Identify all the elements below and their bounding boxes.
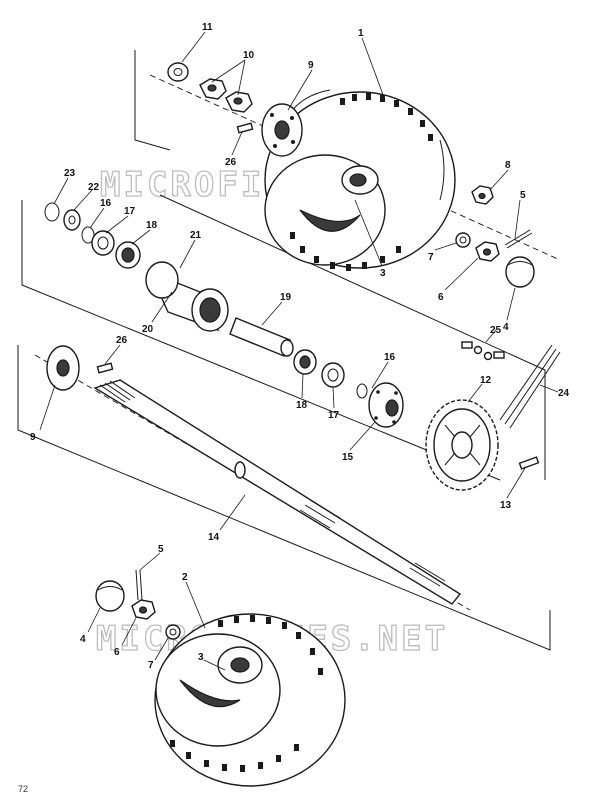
callout-13: 13 xyxy=(500,500,512,511)
callout-1: 1 xyxy=(358,28,364,39)
callout-5-upper: 5 xyxy=(520,190,526,201)
hardware-set xyxy=(461,341,505,361)
snap-ring-left xyxy=(44,202,60,222)
callout-15: 15 xyxy=(342,452,354,463)
wheel-tire-upper xyxy=(264,89,456,271)
callout-20: 20 xyxy=(142,324,154,335)
callout-7-lower: 7 xyxy=(148,660,154,671)
nut-upper-right xyxy=(471,185,494,205)
callout-17-right: 17 xyxy=(328,410,340,421)
callout-24: 24 xyxy=(558,388,570,399)
bearing-right-inner xyxy=(321,362,345,388)
callout-11: 11 xyxy=(202,22,213,33)
washer-lower xyxy=(165,624,181,640)
callout-6-lower: 6 xyxy=(114,647,120,658)
callout-17-left: 17 xyxy=(124,206,136,217)
rear-axle xyxy=(93,379,462,605)
sprocket xyxy=(425,399,499,491)
castle-nut-upper-right xyxy=(475,241,500,262)
callout-4-lower: 4 xyxy=(80,634,86,645)
wheel-tire-lower xyxy=(154,613,346,787)
bearing-left-outer xyxy=(91,230,115,256)
callout-8: 8 xyxy=(505,160,511,171)
castle-nut-lower xyxy=(131,599,156,620)
callout-26-upper: 26 xyxy=(225,157,237,168)
callout-10: 10 xyxy=(243,50,255,61)
hub-plate-upper xyxy=(261,103,303,157)
callout-22: 22 xyxy=(88,182,100,193)
callout-7-upper: 7 xyxy=(428,252,434,263)
callout-9-upper: 9 xyxy=(308,60,314,71)
callout-16-right: 16 xyxy=(384,352,396,363)
callout-3-lower: 3 xyxy=(198,652,204,663)
callout-25: 25 xyxy=(490,325,502,336)
callout-26-lower: 26 xyxy=(116,335,128,346)
washer-upper xyxy=(167,62,189,82)
hub-plate-left xyxy=(46,345,80,391)
callout-9-lower: 9 xyxy=(30,432,36,443)
callout-21: 21 xyxy=(190,230,202,241)
bearing-right-outer xyxy=(293,349,317,375)
sprocket-bolt xyxy=(518,456,540,470)
cotter-pin-upper xyxy=(504,229,533,249)
hub-cap-upper xyxy=(505,256,535,288)
callout-6-upper: 6 xyxy=(438,292,444,303)
callout-4-upper: 4 xyxy=(503,322,509,333)
page-number: 72 xyxy=(18,784,29,794)
snap-ring-right xyxy=(356,383,368,399)
callout-3-upper: 3 xyxy=(380,268,386,279)
callout-12: 12 xyxy=(480,375,492,386)
callout-14: 14 xyxy=(208,532,220,543)
hub-cap-lower xyxy=(95,580,125,612)
washer-upper-right xyxy=(455,232,471,248)
callout-labels: 11 10 9 1 26 3 8 5 7 6 4 23 22 16 17 18 … xyxy=(30,22,570,671)
cotter-pin-lower xyxy=(135,569,143,601)
callout-2: 2 xyxy=(182,572,188,583)
leader-lines xyxy=(39,31,559,671)
seal-left xyxy=(63,209,81,231)
callout-19: 19 xyxy=(280,292,292,303)
axle-spacer-tube xyxy=(229,317,294,357)
bearing-bracket-left xyxy=(21,200,501,481)
bearing-housing xyxy=(145,261,229,332)
bearing-left-inner xyxy=(115,241,141,269)
upper-bracket xyxy=(134,50,171,151)
castle-nuts xyxy=(199,78,253,113)
drive-chain xyxy=(499,344,561,429)
bolt-upper xyxy=(236,122,254,134)
callout-18-right: 18 xyxy=(296,400,308,411)
callout-16-left: 16 xyxy=(100,198,112,209)
callout-23: 23 xyxy=(64,168,76,179)
callout-18-left: 18 xyxy=(146,220,158,231)
callout-5-lower: 5 xyxy=(158,544,164,555)
axle-bracket xyxy=(17,345,551,651)
bolt-lower xyxy=(96,362,114,374)
sprocket-hub xyxy=(368,382,404,428)
